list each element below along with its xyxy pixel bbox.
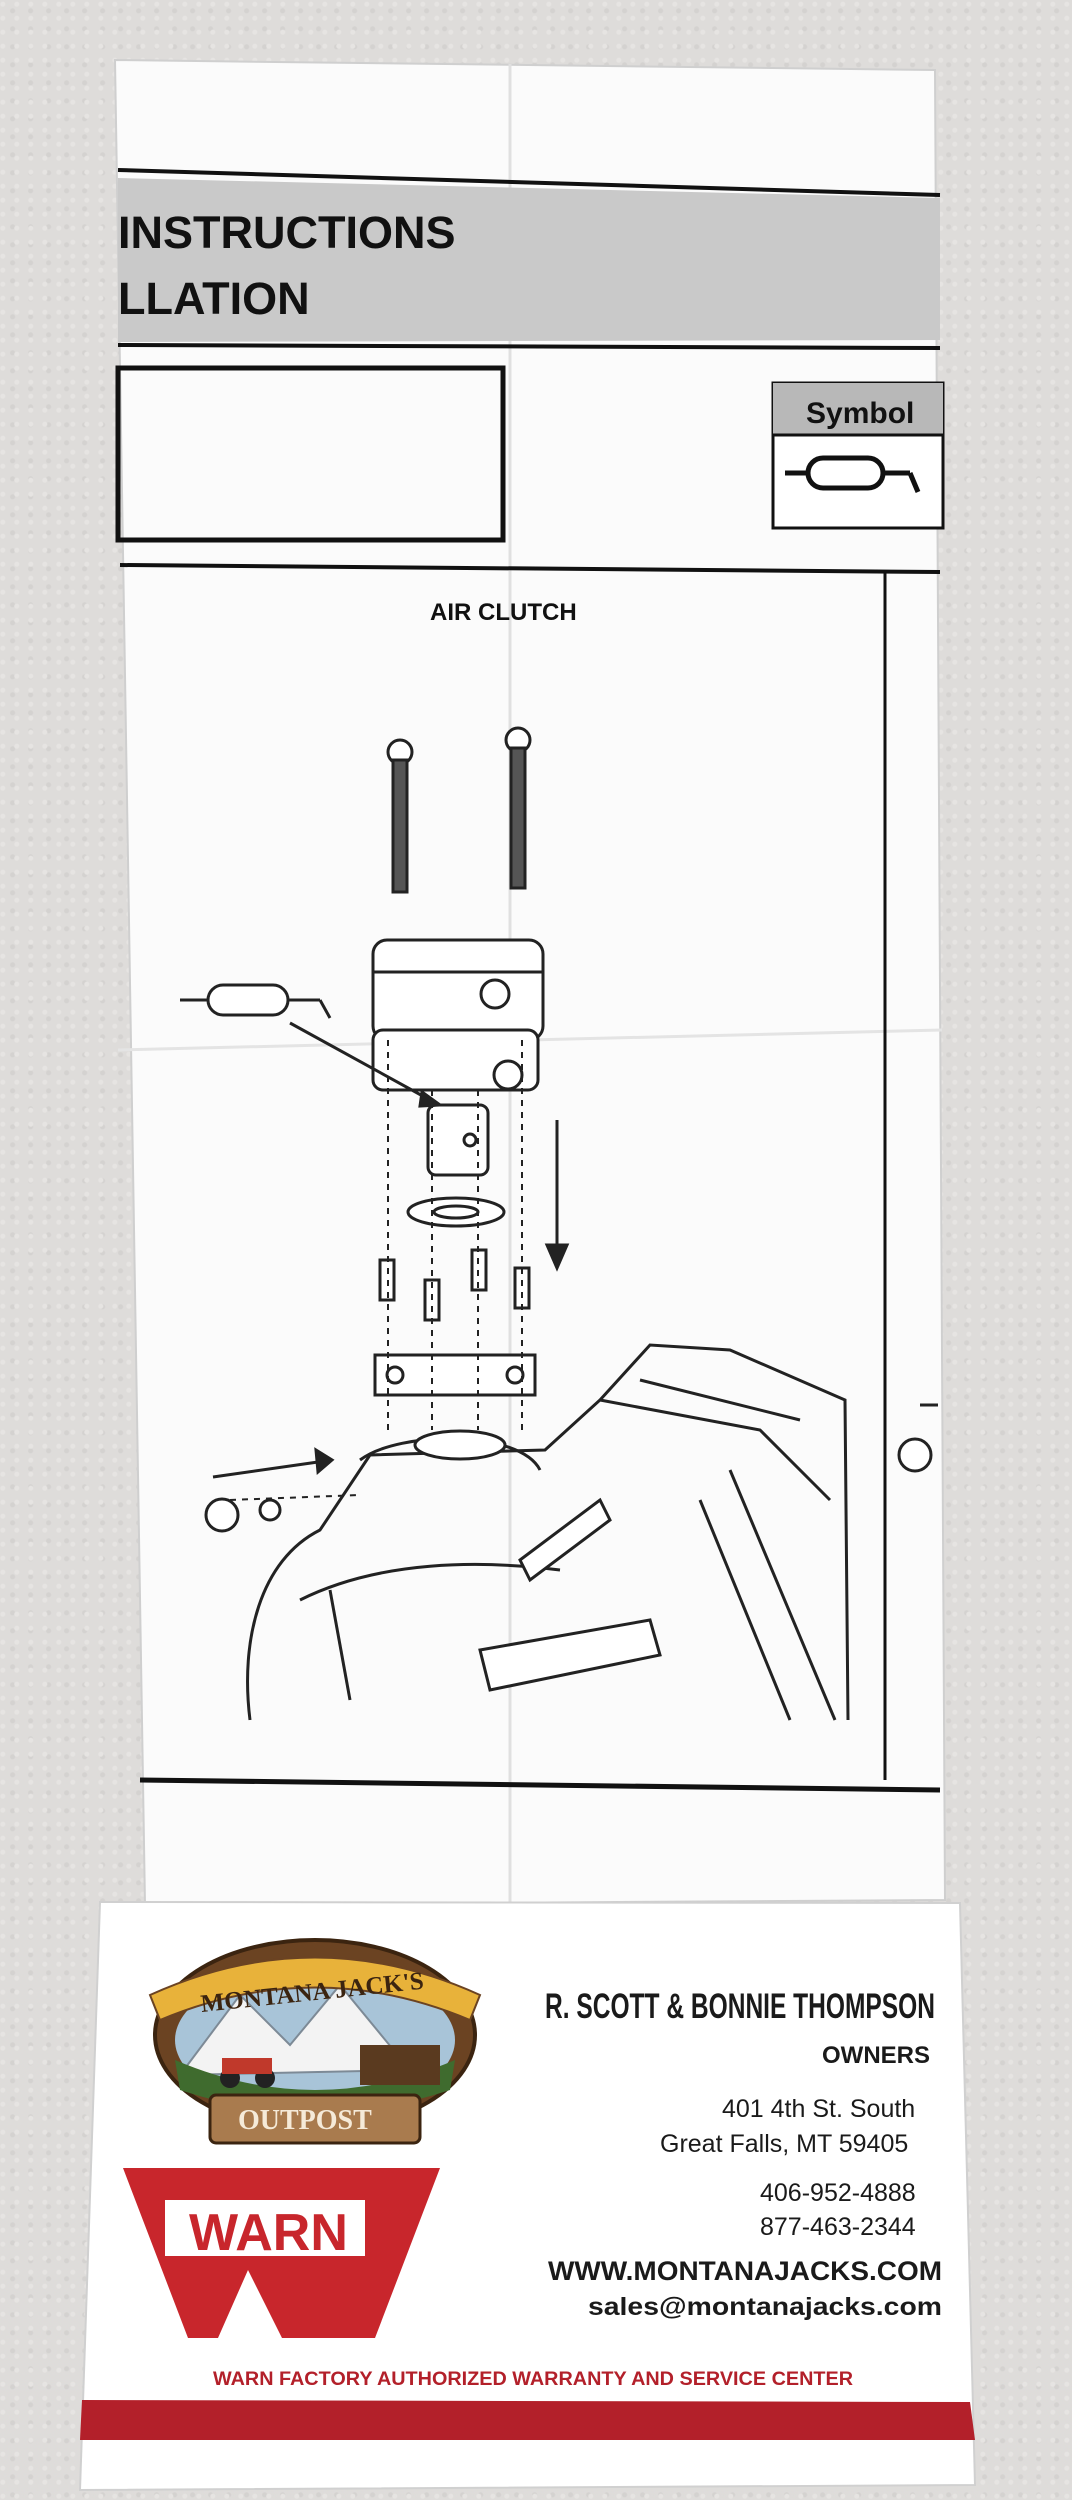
address-line2: Great Falls, MT 59405 [660,2130,908,2158]
air-symbol-icon [785,455,921,493]
logo-bottom-text: OUTPOST [238,2105,372,2136]
instruction-sheet: INSTRUCTIONS LLATION Symbol AIR CLUTCH [113,58,947,1907]
owners-names: R. SCOTT & BONNIE THOMPSON [545,1987,935,2026]
phone-2: 877-463-2344 [760,2213,916,2241]
owners-title: OWNERS [822,2042,930,2069]
montana-jacks-logo: MONTANA JACK'S OUTPOST [148,1938,482,2145]
air-clutch-diagram [180,726,938,1721]
header-box [115,365,506,543]
warn-logo: WARN [123,2168,440,2338]
warn-brand: WARN [189,2204,348,2262]
symbol-box: Symbol [771,381,945,530]
address-line1: 401 4th St. South [722,2095,915,2123]
business-card: MONTANA JACK'S OUTPOST WARN R. SCOTT & B… [78,1900,977,2492]
phone-1: 406-952-4888 [760,2179,916,2207]
symbol-label: Symbol [806,397,914,430]
sheet-header-line1: INSTRUCTIONS [118,207,456,258]
diagram-title: AIR CLUTCH [430,599,577,626]
card-footer-text: WARN FACTORY AUTHORIZED WARRANTY AND SER… [213,2369,853,2390]
sheet-header-line2: LLATION [118,273,310,324]
website: WWW.MONTANAJACKS.COM [548,2256,942,2286]
email: sales@montanajacks.com [588,2293,942,2321]
